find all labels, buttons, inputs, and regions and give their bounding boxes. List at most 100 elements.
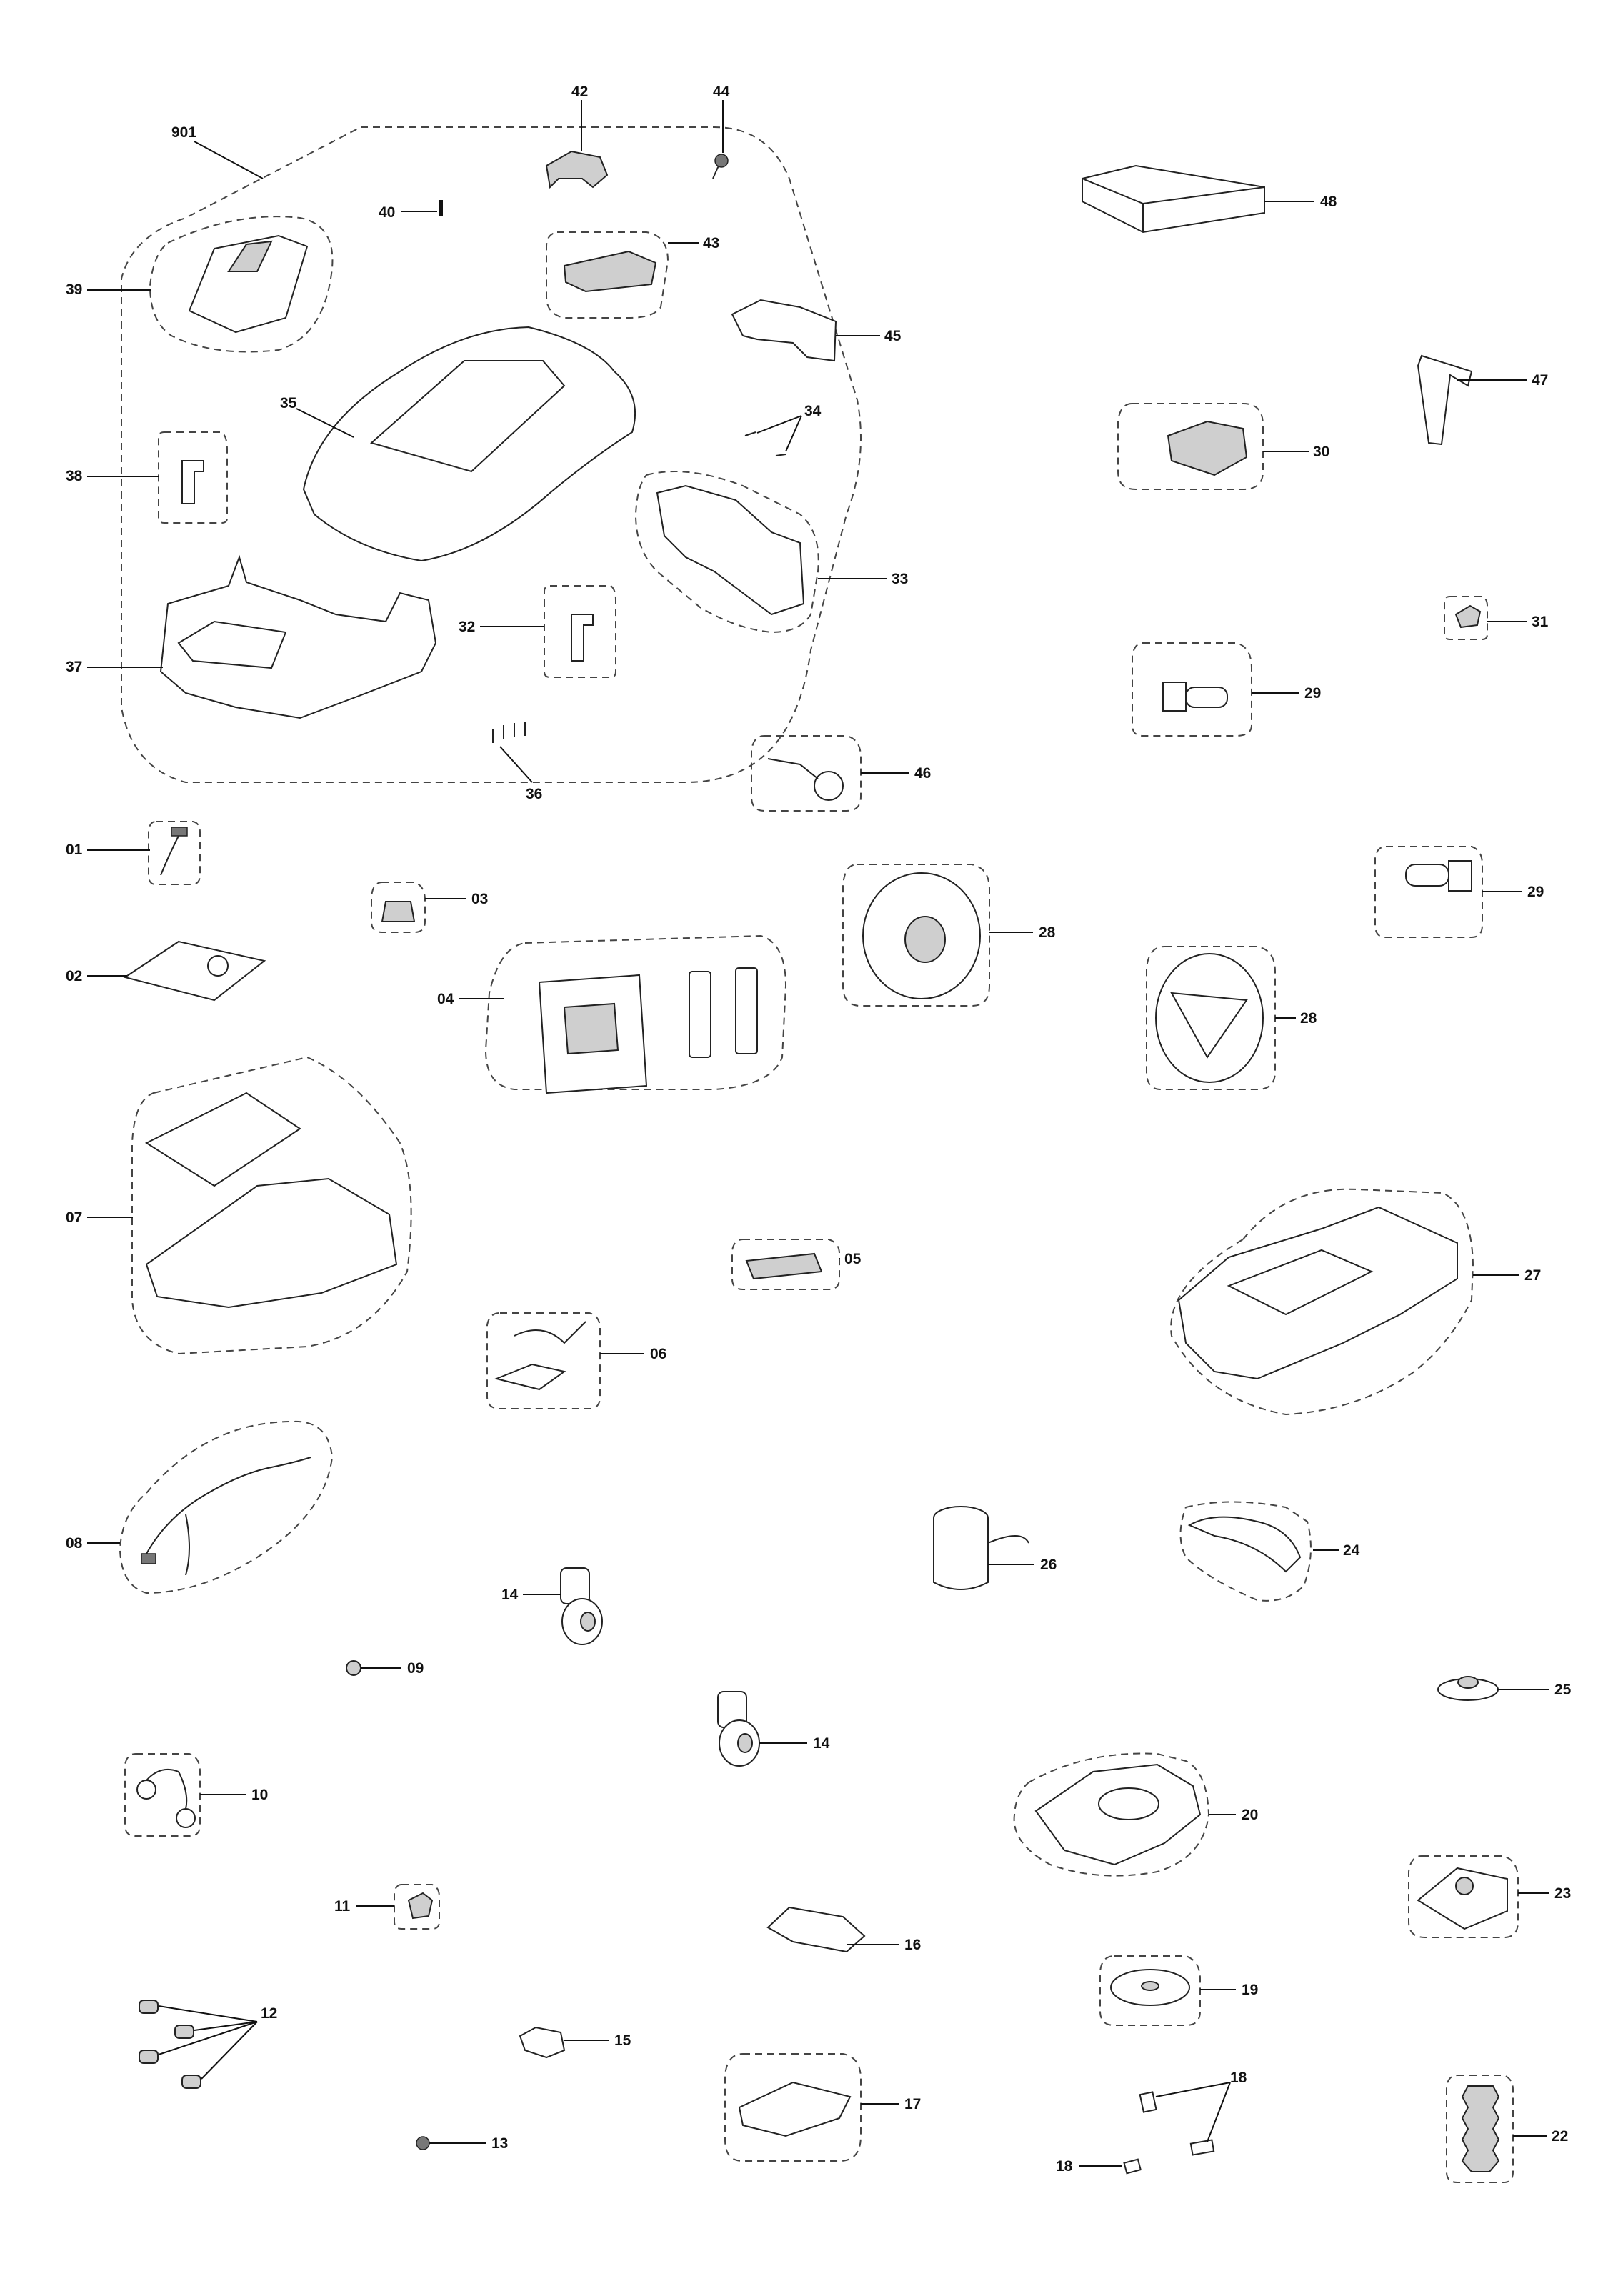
part-19: 19: [1099, 1955, 1258, 2026]
label-08: 08: [66, 1535, 83, 1552]
part-31-shape: [1454, 604, 1482, 629]
label-42: 42: [571, 84, 588, 100]
part-39: 39: [66, 216, 334, 353]
part-32: 32: [459, 585, 616, 678]
part-12-cap-b: [174, 2025, 194, 2039]
part-47-shape: [1417, 354, 1473, 446]
part-44-shape: [714, 154, 729, 168]
label-40: 40: [379, 204, 395, 221]
part-48: 48: [1082, 164, 1337, 234]
leader-18a: [1155, 2082, 1231, 2097]
part-18-blade-c: [1123, 2158, 1142, 2175]
part-04-battery-b: [735, 967, 758, 1054]
label-39: 39: [66, 281, 82, 298]
label-19: 19: [1242, 1982, 1258, 1998]
part-07: 07: [66, 1056, 412, 1355]
label-32: 32: [459, 619, 475, 635]
label-48: 48: [1320, 194, 1337, 210]
part-11: 11: [334, 1884, 440, 1930]
part-28-lower-boundary: [1146, 946, 1276, 1090]
label-44: 44: [713, 84, 730, 100]
part-34: 34: [744, 403, 822, 456]
label-45: 45: [884, 328, 902, 344]
group-901-boundary: [121, 126, 862, 783]
part-08-harness: [146, 1457, 311, 1554]
part-39-boundary: [149, 216, 334, 353]
label-15: 15: [614, 2032, 631, 2049]
label-29a: 29: [1304, 685, 1321, 702]
part-11-shape: [407, 1892, 434, 1920]
label-17: 17: [904, 2096, 921, 2112]
part-33-shape: [656, 484, 805, 616]
label-12: 12: [261, 2005, 277, 2022]
part-33-boundary: [634, 471, 819, 634]
part-04-board-chip: [563, 1002, 619, 1055]
part-28-lower: 28: [1146, 946, 1317, 1090]
part-14-upper-hub: [580, 1612, 596, 1632]
part-12: 12: [139, 2000, 277, 2089]
part-29-lower-motor: [1405, 864, 1449, 887]
part-02-shape: [123, 940, 266, 1002]
label-28b: 28: [1300, 1010, 1317, 1027]
label-18a: 18: [1230, 2070, 1247, 2086]
part-25: 25: [1437, 1676, 1572, 1701]
leader-12a: [158, 2005, 258, 2022]
part-07-shape: [145, 1177, 398, 1309]
part-08-harness-branch: [185, 1514, 190, 1576]
part-24: 24: [1179, 1501, 1360, 1602]
label-01: 01: [66, 842, 83, 858]
part-04-boundary: [484, 934, 787, 1090]
part-29-upper-plate: [1162, 682, 1187, 712]
part-06: 06: [486, 1312, 666, 1409]
part-12-cap-c: [139, 2050, 159, 2064]
label-14a: 14: [501, 1587, 519, 1603]
part-16: 16: [766, 1906, 921, 1953]
part-42-shape: [545, 150, 609, 189]
part-43-shape: [563, 250, 657, 293]
leader-18b: [1207, 2082, 1231, 2142]
part-22-shape: [1461, 2085, 1500, 2172]
part-25-hub: [1457, 1676, 1479, 1689]
part-32-shape: [571, 614, 594, 662]
part-45-shape: [731, 299, 837, 362]
part-18-blade-b: [1189, 2139, 1215, 2156]
part-30-boundary: [1117, 403, 1264, 490]
part-26-body: [933, 1518, 989, 1590]
part-18-blade-a: [1139, 2091, 1157, 2113]
part-23: 23: [1408, 1855, 1571, 1938]
part-34-pin-b: [775, 454, 786, 456]
part-18: 18 18: [1056, 2070, 1247, 2175]
label-30: 30: [1313, 444, 1329, 460]
part-01-connector: [171, 827, 188, 837]
part-36: 36: [492, 722, 542, 802]
part-14-upper: 14: [501, 1567, 603, 1645]
part-27-ribs: [1227, 1249, 1374, 1316]
part-43-boundary: [546, 231, 669, 319]
part-03-shape: [381, 901, 416, 922]
label-901: 901: [171, 124, 196, 141]
part-05-boundary: [731, 1239, 840, 1290]
part-46: 46: [751, 735, 931, 812]
part-04-battery-a: [689, 971, 711, 1058]
part-28-upper: 28: [842, 864, 1056, 1007]
part-40-shape: [439, 200, 443, 216]
part-29-lower: 29: [1374, 846, 1544, 938]
part-42: 42: [545, 84, 609, 189]
label-46: 46: [914, 765, 931, 782]
part-13-shape: [416, 2136, 430, 2150]
part-20-boundary: [1013, 1752, 1210, 1877]
label-25: 25: [1554, 1682, 1572, 1698]
part-37: 37: [66, 554, 437, 719]
part-02-ring: [207, 955, 229, 977]
group-901: 901: [121, 124, 862, 783]
label-02: 02: [66, 968, 82, 984]
part-06-shape: [494, 1363, 566, 1391]
label-31: 31: [1532, 614, 1549, 630]
part-27: 27: [1170, 1188, 1541, 1416]
label-38: 38: [66, 468, 83, 484]
part-01: 01: [66, 821, 201, 885]
part-20-ring: [1098, 1787, 1159, 1820]
label-43: 43: [703, 235, 719, 251]
label-07: 07: [66, 1209, 82, 1226]
part-38-shape: [181, 460, 204, 504]
